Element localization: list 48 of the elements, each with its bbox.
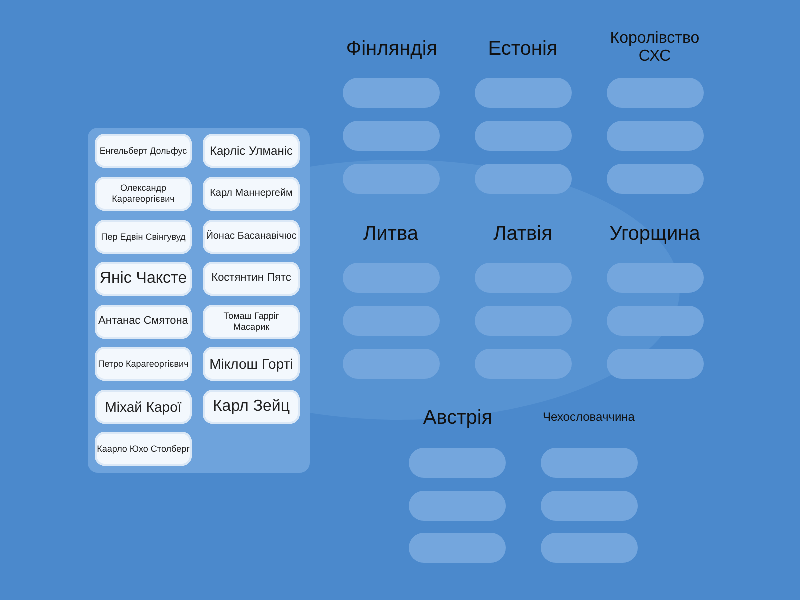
drop-slot: [343, 349, 440, 379]
name-card: Пер Едвін Свінгувуд: [95, 220, 192, 254]
name-card: Томаш Гарріг Масарик: [203, 305, 300, 339]
drop-slot: [343, 78, 440, 108]
category-heading: Австрія: [422, 407, 494, 429]
name-card: Енгельберт Дольфус: [95, 134, 192, 168]
name-card: Карл Зейц: [203, 390, 300, 424]
drop-slot: [343, 306, 440, 336]
drop-slot: [343, 263, 440, 293]
drop-slot: [409, 491, 506, 521]
drop-slot: [343, 121, 440, 151]
name-card: Йонас Басанавічюс: [203, 220, 300, 254]
name-card: Міхай Карої: [95, 390, 192, 424]
drop-slot: [607, 349, 704, 379]
drop-slot: [607, 263, 704, 293]
drop-slot: [541, 533, 638, 563]
drop-slot: [607, 306, 704, 336]
name-card: Костянтин Пятс: [203, 262, 300, 296]
drop-slot: [607, 121, 704, 151]
card-tray: [88, 128, 310, 473]
category-heading: Чехословаччина: [542, 411, 636, 424]
category-heading: Королівство СХС: [609, 30, 701, 66]
category-heading: Литва: [362, 223, 420, 245]
name-card: Олександр Карагеоргієвич: [95, 177, 192, 211]
name-card: Каарло Юхо Столберг: [95, 432, 192, 466]
name-card: Карл Маннергейм: [203, 177, 300, 211]
drop-slot: [409, 448, 506, 478]
drop-slot: [409, 533, 506, 563]
category-heading: Угорщина: [608, 223, 702, 245]
drop-slot: [475, 78, 572, 108]
category-heading: Фінляндія: [345, 38, 439, 60]
drop-slot: [475, 121, 572, 151]
drop-slot: [541, 448, 638, 478]
drop-slot: [607, 78, 704, 108]
drop-slot: [475, 263, 572, 293]
drop-slot: [475, 164, 572, 194]
name-card: Яніс Чаксте: [95, 262, 192, 296]
category-heading: Латвія: [492, 223, 554, 245]
name-card: Петро Карагеоргієвич: [95, 347, 192, 381]
drop-slot: [343, 164, 440, 194]
name-card: Міклош Горті: [203, 347, 300, 381]
drop-slot: [475, 349, 572, 379]
drop-slot: [541, 491, 638, 521]
drop-slot: [475, 306, 572, 336]
drop-slot: [607, 164, 704, 194]
name-card: Карліс Улманіс: [203, 134, 300, 168]
name-card: Антанас Смятона: [95, 305, 192, 339]
category-heading: Естонія: [487, 38, 559, 60]
